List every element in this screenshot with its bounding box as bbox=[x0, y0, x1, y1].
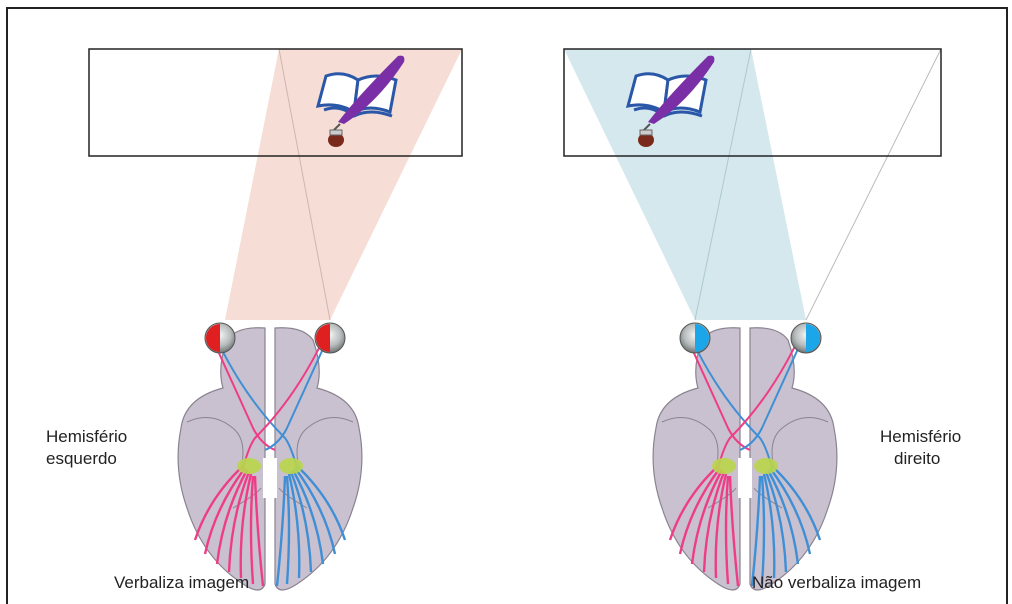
right-hemisphere-line1: Hemisfério bbox=[880, 426, 961, 448]
right-brain bbox=[653, 328, 837, 590]
left-eye-right bbox=[315, 323, 345, 353]
right-caption: Não verbaliza imagem bbox=[752, 572, 921, 594]
left-caption: Verbaliza imagem bbox=[114, 572, 249, 594]
right-hemisphere-line2: direito bbox=[880, 448, 961, 470]
left-hemisphere-label: Hemisfério esquerdo bbox=[46, 426, 127, 470]
left-hemisphere-line1: Hemisfério bbox=[46, 426, 127, 448]
right-hemisphere-label: Hemisfério direito bbox=[880, 426, 961, 470]
right-eye-left bbox=[680, 323, 710, 353]
right-eye-right bbox=[791, 323, 821, 353]
left-eye-left bbox=[205, 323, 235, 353]
left-hemisphere-line2: esquerdo bbox=[46, 448, 127, 470]
left-brain bbox=[178, 328, 362, 590]
right-visual-field-cone bbox=[564, 49, 941, 320]
